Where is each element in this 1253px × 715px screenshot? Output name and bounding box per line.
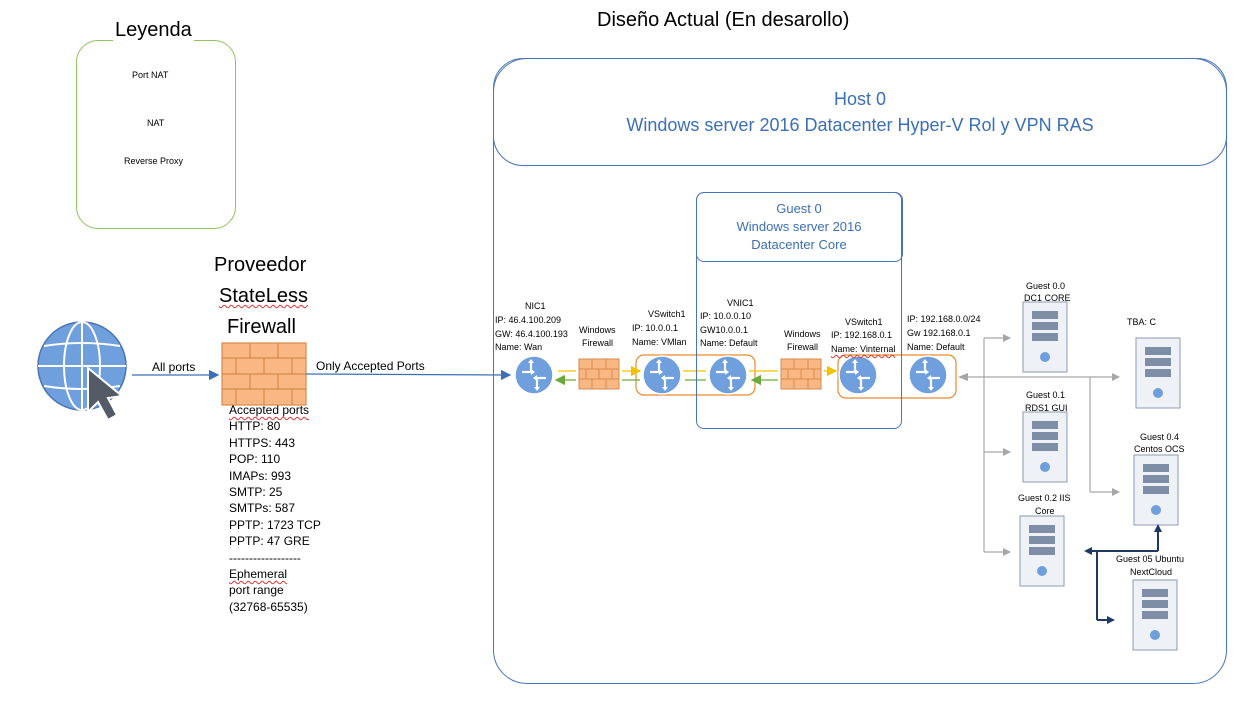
ephemeral-line1: Ephemeral bbox=[229, 567, 288, 582]
vswitch1b-ip: IP: 192.168.0.1 bbox=[831, 330, 893, 340]
guest0-line1: Guest 0 bbox=[776, 201, 822, 216]
fw2-line1: Windows bbox=[784, 329, 821, 339]
nic1-name: NIC1 bbox=[525, 301, 546, 311]
guest0-line3: Datacenter Core bbox=[751, 237, 847, 252]
vswitch1-label: Name: VMlan bbox=[632, 337, 687, 347]
guest05-line2: NextCloud bbox=[1130, 567, 1173, 577]
guest00-line1: Guest 0.0 bbox=[1026, 281, 1066, 291]
guest00-line2: DC1 CORE bbox=[1024, 293, 1071, 303]
port-item: SMTPs: 587 bbox=[229, 501, 296, 516]
legend-reverse-proxy-label: Reverse Proxy bbox=[124, 156, 184, 166]
vswitch1b-name: VSwitch1 bbox=[845, 317, 883, 327]
port-separator: ------------------ bbox=[229, 550, 301, 565]
port-item: PPTP: 47 GRE bbox=[229, 534, 310, 549]
router-out-label: Name: Default bbox=[907, 342, 965, 352]
vswitch1b-label: Name: Vinternal bbox=[831, 344, 896, 354]
provider-line2: StateLess bbox=[219, 285, 308, 307]
accepted-ports-heading: Accepted ports bbox=[229, 403, 310, 417]
legend-nat-label: NAT bbox=[147, 118, 165, 128]
port-item: HTTP: 80 bbox=[229, 419, 281, 434]
port-item: SMTP: 25 bbox=[229, 485, 283, 500]
reverse-proxy-lines bbox=[1090, 529, 1159, 621]
guest02-line2: Core bbox=[1035, 506, 1055, 516]
accepted-ports-list: Accepted ports HTTP: 80 HTTPS: 443 POP: … bbox=[229, 402, 349, 615]
host-subtitle: Windows server 2016 Datacenter Hyper-V R… bbox=[626, 115, 1094, 135]
guest0-header bbox=[696, 192, 903, 262]
port-item: IMAPs: 993 bbox=[229, 468, 292, 483]
legend-port-nat-label: Port NAT bbox=[132, 70, 169, 80]
legend-title: Leyenda bbox=[113, 19, 194, 42]
edge-only-accepted-label: Only Accepted Ports bbox=[316, 359, 425, 373]
vnic1-ip: IP: 10.0.0.10 bbox=[700, 311, 752, 321]
vinternal-group-border bbox=[837, 354, 957, 399]
guest0-line2: Windows server 2016 bbox=[736, 219, 862, 234]
provider-line1: Proveedor bbox=[214, 254, 307, 276]
ephemeral-line2: port range bbox=[229, 583, 284, 598]
diagram-title: Diseño Actual (En desarollo) bbox=[597, 9, 850, 31]
nic1-label: Name: Wan bbox=[495, 342, 543, 352]
ephemeral-line3: (32768-65535) bbox=[229, 599, 308, 614]
host-title: Host 0 bbox=[833, 89, 887, 109]
fw1-line2: Firewall bbox=[582, 338, 614, 348]
router-out-ip: IP: 192.168.0.0/24 bbox=[907, 314, 981, 324]
guest02-line1: Guest 0.2 IIS bbox=[1018, 493, 1071, 503]
host-header bbox=[493, 58, 1227, 166]
internet-globe-icon bbox=[37, 321, 127, 422]
edge-all-ports-label: All ports bbox=[152, 360, 196, 374]
port-item: HTTPS: 443 bbox=[229, 435, 296, 450]
nic1-gw: GW: 46.4.100.193 bbox=[495, 329, 568, 339]
guest04-line1: Guest 0.4 bbox=[1140, 432, 1180, 442]
edge-only-accepted-ports bbox=[305, 369, 512, 381]
provider-line3: Firewall bbox=[227, 316, 296, 338]
port-item: PPTP: 1723 TCP bbox=[229, 517, 321, 532]
guest01-line2: RDS1 GUI bbox=[1025, 403, 1068, 413]
guest05-line1: Guest 05 Ubuntu bbox=[1116, 554, 1185, 564]
guest04-line2: Centos OCS bbox=[1134, 444, 1185, 454]
fw2-line2: Firewall bbox=[787, 342, 819, 352]
vnic1-gw: GW10.0.0.1 bbox=[700, 325, 749, 335]
fw1-line1: Windows bbox=[579, 325, 616, 335]
lan-connectors bbox=[960, 337, 1115, 553]
legend-box bbox=[76, 40, 236, 229]
router-out-gw: Gw 192.168.0.1 bbox=[907, 328, 971, 338]
vswitch1-name: VSwitch1 bbox=[648, 309, 686, 319]
nic1-ip: IP: 46.4.100.209 bbox=[495, 315, 562, 325]
vswitch1-ip: IP: 10.0.0.1 bbox=[632, 323, 679, 333]
port-item: POP: 110 bbox=[229, 452, 281, 467]
provider-firewall-icon bbox=[221, 342, 307, 406]
vnic1-name: VNIC1 bbox=[727, 298, 754, 308]
tba-line1: TBA: C bbox=[1127, 317, 1157, 327]
guest01-line1: Guest 0.1 bbox=[1026, 390, 1066, 400]
vnic1-label: Name: Default bbox=[700, 338, 758, 348]
